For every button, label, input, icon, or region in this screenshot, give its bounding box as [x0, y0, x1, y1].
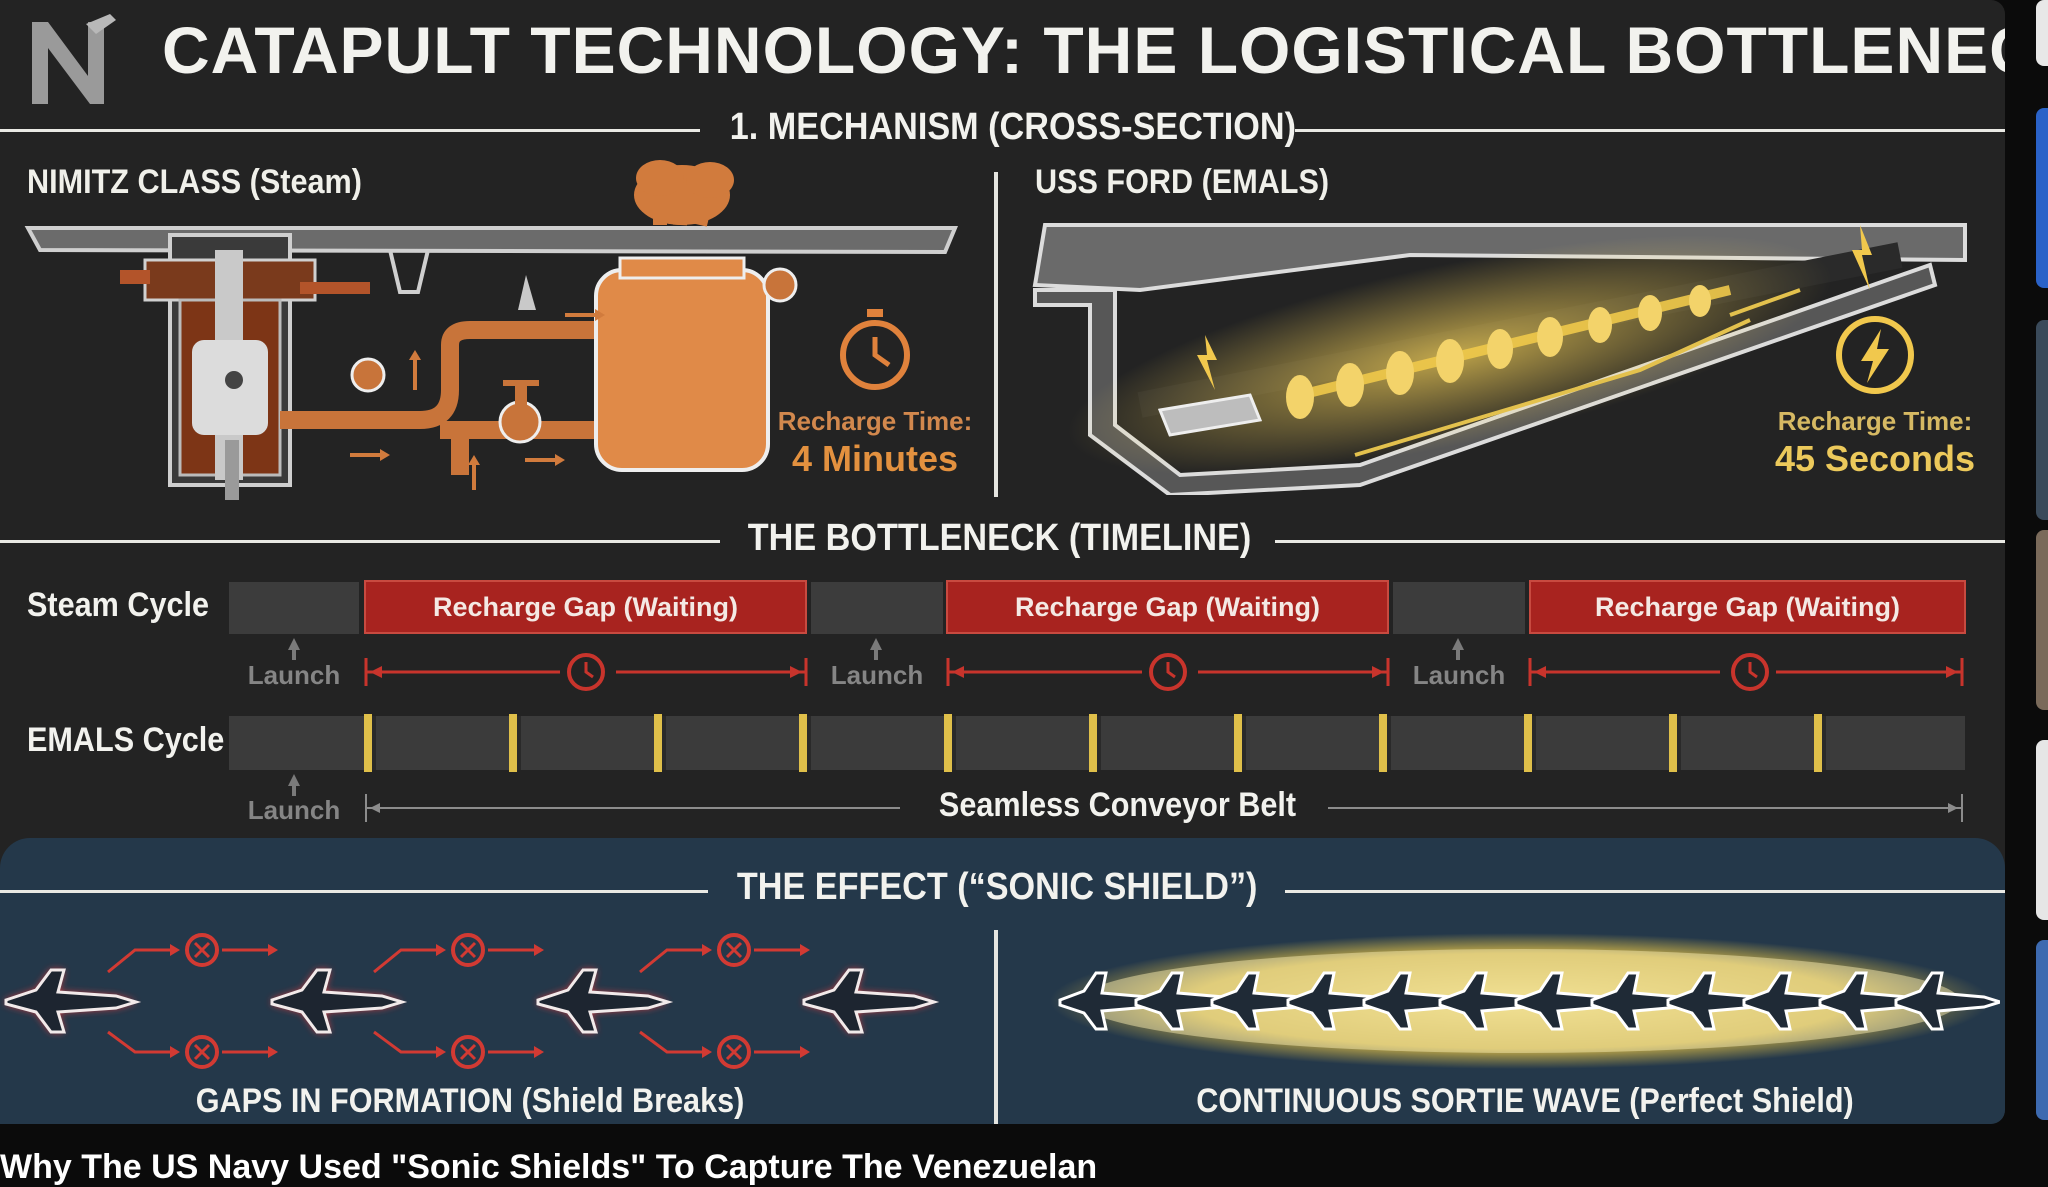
ford-recharge-value: 45 Seconds	[1774, 438, 1976, 479]
steam-catapult-illustration	[24, 160, 958, 500]
page-title: CATAPULT TECHNOLOGY: THE LOGISTICAL BOTT…	[162, 13, 2005, 87]
timeline-section-title: THE BOTTLENECK (TIMELINE)	[747, 517, 1252, 559]
section-rule	[1285, 890, 2005, 893]
steam-launch-block	[229, 582, 359, 634]
steam-recharge-gap: Recharge Gap (Waiting)	[1529, 580, 1966, 634]
thumbnail[interactable]	[2036, 108, 2048, 288]
mechanism-section-title: 1. MECHANISM (CROSS-SECTION)	[729, 106, 1296, 148]
section-rule	[0, 890, 708, 893]
thumbnail[interactable]	[2036, 0, 2048, 66]
nimitz-label: NIMITZ CLASS (Steam)	[27, 163, 362, 201]
nimitz-recharge-label: Recharge Time:	[777, 406, 973, 436]
section-rule	[1295, 129, 2005, 132]
infographic-panel: CATAPULT TECHNOLOGY: THE LOGISTICAL BOTT…	[0, 0, 2005, 1124]
section-rule	[0, 129, 700, 132]
steam-recharge-gap: Recharge Gap (Waiting)	[364, 580, 807, 634]
section-rule	[1275, 540, 2005, 543]
emals-launch-label: Launch	[247, 795, 341, 825]
steam-launch-label: Launch	[1412, 660, 1506, 690]
steam-recharge-gap: Recharge Gap (Waiting)	[946, 580, 1389, 634]
steam-launch-block	[1393, 582, 1525, 634]
thumbnail[interactable]	[2036, 530, 2048, 710]
emals-conveyor-arrow	[288, 774, 1963, 822]
section-rule	[0, 540, 720, 543]
gaps-caption: GAPS IN FORMATION (Shield Breaks)	[195, 1082, 745, 1120]
emals-cycle-bar	[229, 714, 1965, 772]
steam-launch-label: Launch	[830, 660, 924, 690]
thumbnail[interactable]	[2036, 940, 2048, 1120]
ford-recharge-label: Recharge Time:	[1777, 406, 1973, 436]
steam-gap-arrows	[288, 638, 1964, 691]
emals-cycle-label: EMALS Cycle	[27, 721, 225, 759]
wave-caption: CONTINUOUS SORTIE WAVE (Perfect Shield)	[1196, 1082, 1854, 1120]
continuous-wave-illustration	[1050, 933, 2000, 1069]
steam-launch-label: Launch	[247, 660, 341, 690]
effect-divider	[994, 930, 998, 1124]
gapped-formation-illustration	[4, 933, 936, 1069]
steam-cycle-label: Steam Cycle	[27, 586, 210, 624]
thumbnail[interactable]	[2036, 740, 2048, 920]
conveyor-caption: Seamless Conveyor Belt	[938, 786, 1297, 824]
steam-launch-block	[811, 582, 943, 634]
nimitz-recharge-value: 4 Minutes	[791, 438, 959, 479]
effect-section-title: THE EFFECT (“SONIC SHIELD”)	[736, 866, 1258, 908]
n-logo-icon	[32, 14, 116, 104]
video-title[interactable]: Why The US Navy Used "Sonic Shields" To …	[0, 1148, 1098, 1186]
ford-label: USS FORD (EMALS)	[1035, 163, 1330, 201]
emals-catapult-illustration	[1032, 223, 1967, 495]
thumbnail[interactable]	[2036, 320, 2048, 520]
mechanism-divider	[994, 172, 998, 497]
